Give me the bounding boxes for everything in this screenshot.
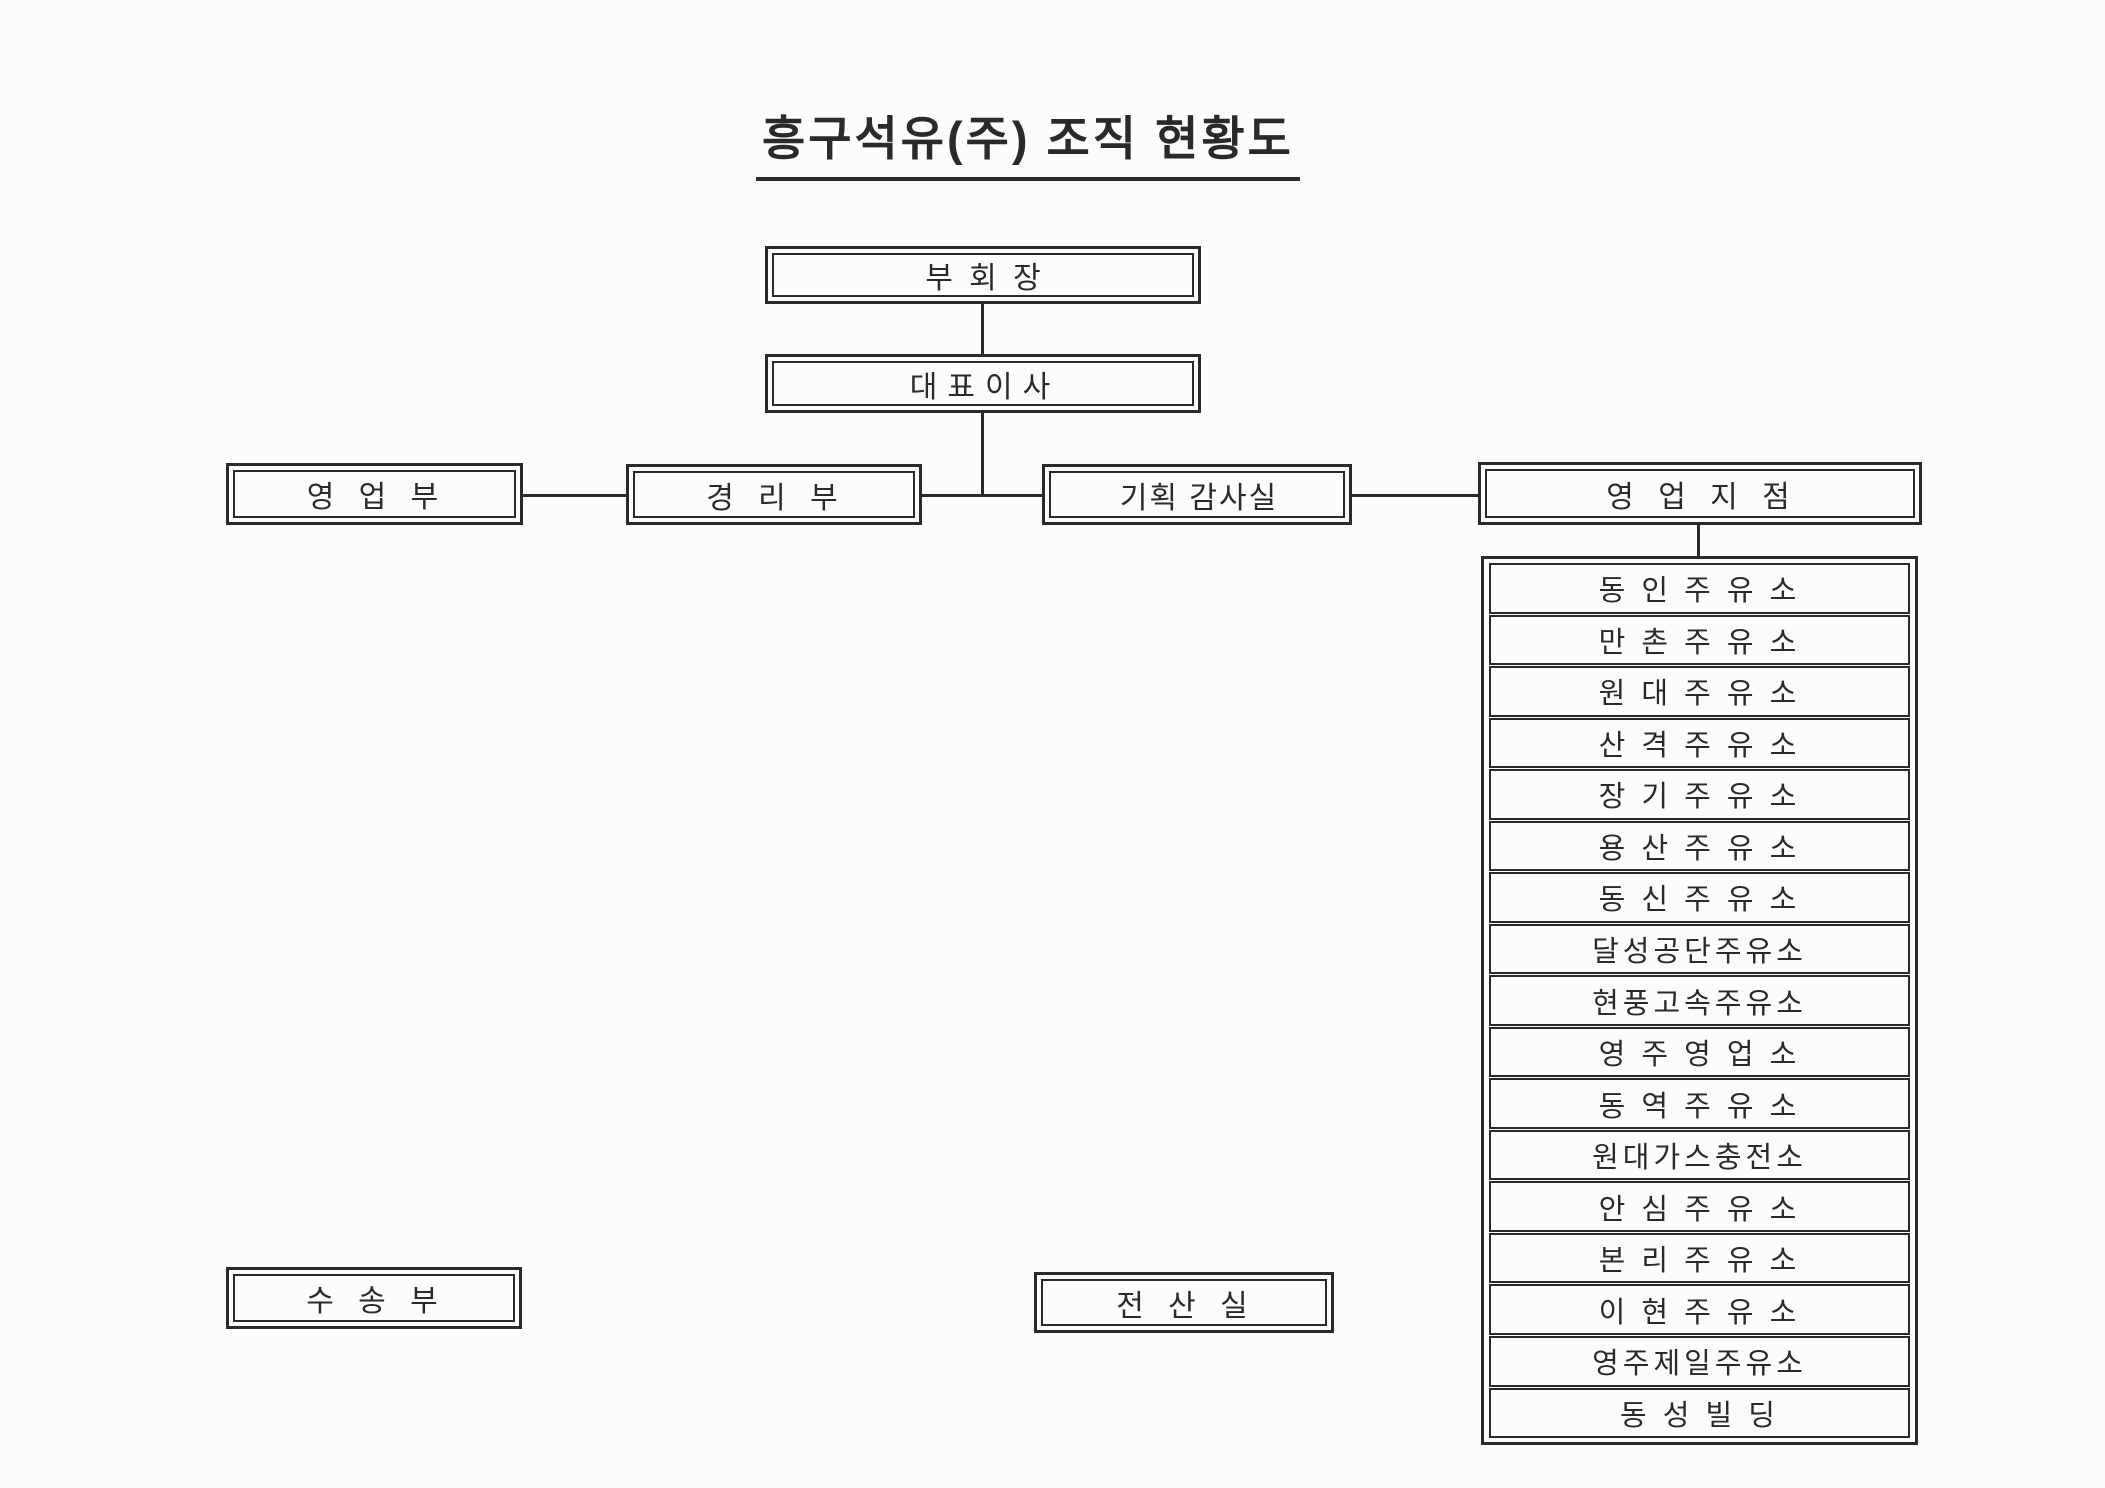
box-dept-accounting: 경 리 부 (626, 464, 922, 525)
branch-list-item: 달성공단주유소 (1489, 923, 1910, 975)
connector-ceo-to-departments (981, 412, 984, 497)
branch-list-item: 동 신 주 유 소 (1489, 872, 1910, 923)
dept-accounting-label: 경 리 부 (706, 481, 846, 515)
branch-list-item: 동 역 주 유 소 (1489, 1078, 1910, 1129)
ceo-label: 대표이사 (909, 370, 1061, 404)
box-dept-planning-audit-inner: 기획 감사실 (1049, 471, 1345, 518)
dept-branch-office-label: 영 업 지 점 (1606, 480, 1798, 514)
page-title: 흥구석유(주) 조직 현황도 (756, 100, 1300, 181)
box-ceo-inner: 대표이사 (772, 361, 1194, 406)
transport-dept-label: 수 송 부 (306, 1285, 446, 1318)
branch-list-item: 장 기 주 유 소 (1489, 769, 1910, 820)
dept-sales-label: 영 업 부 (306, 481, 447, 514)
box-computer-room-inner: 전 산 실 (1041, 1279, 1327, 1326)
branch-list: 동 인 주 유 소 만 촌 주 유 소 원 대 주 유 소 산 격 주 유 소 … (1481, 556, 1918, 1445)
branch-list-item: 안 심 주 유 소 (1489, 1181, 1910, 1232)
branch-list-item: 동 인 주 유 소 (1489, 563, 1910, 614)
box-dept-branch-office: 영 업 지 점 (1478, 462, 1922, 525)
branch-list-item: 원대가스충전소 (1489, 1129, 1910, 1181)
branch-list-item: 동 성 빌 딩 (1489, 1387, 1910, 1439)
box-ceo: 대표이사 (765, 354, 1201, 413)
vice-chairman-label: 부 회 장 (925, 262, 1045, 295)
branch-list-item: 이 현 주 유 소 (1489, 1284, 1910, 1335)
box-dept-accounting-inner: 경 리 부 (633, 471, 915, 518)
branch-list-item: 영주제일주유소 (1489, 1335, 1910, 1387)
box-dept-sales-inner: 영 업 부 (233, 470, 516, 518)
connector-vice-to-ceo (981, 303, 984, 355)
box-vice-chairman-inner: 부 회 장 (772, 253, 1194, 297)
connector-branch-to-list (1697, 524, 1700, 557)
branch-list-item: 용 산 주 유 소 (1489, 820, 1910, 872)
branch-list-item: 현풍고속주유소 (1489, 975, 1910, 1026)
branch-list-item: 원 대 주 유 소 (1489, 666, 1910, 717)
computer-room-label: 전 산 실 (1116, 1289, 1256, 1323)
connector-planning-branch (1351, 494, 1479, 497)
branch-list-item: 본 리 주 유 소 (1489, 1232, 1910, 1284)
box-dept-planning-audit: 기획 감사실 (1042, 464, 1352, 525)
box-dept-sales: 영 업 부 (226, 463, 523, 525)
dept-planning-audit-label: 기획 감사실 (1119, 481, 1279, 515)
box-transport-dept-inner: 수 송 부 (233, 1274, 515, 1322)
branch-list-item: 영 주 영 업 소 (1489, 1026, 1910, 1078)
connector-accounting-planning (921, 494, 1043, 497)
connector-sales-accounting (522, 494, 627, 497)
branch-list-item: 만 촌 주 유 소 (1489, 614, 1910, 666)
box-vice-chairman: 부 회 장 (765, 246, 1201, 304)
box-dept-branch-office-inner: 영 업 지 점 (1485, 469, 1915, 518)
box-transport-dept: 수 송 부 (226, 1267, 522, 1329)
box-computer-room: 전 산 실 (1034, 1272, 1334, 1333)
branch-list-item: 산 격 주 유 소 (1489, 717, 1910, 769)
